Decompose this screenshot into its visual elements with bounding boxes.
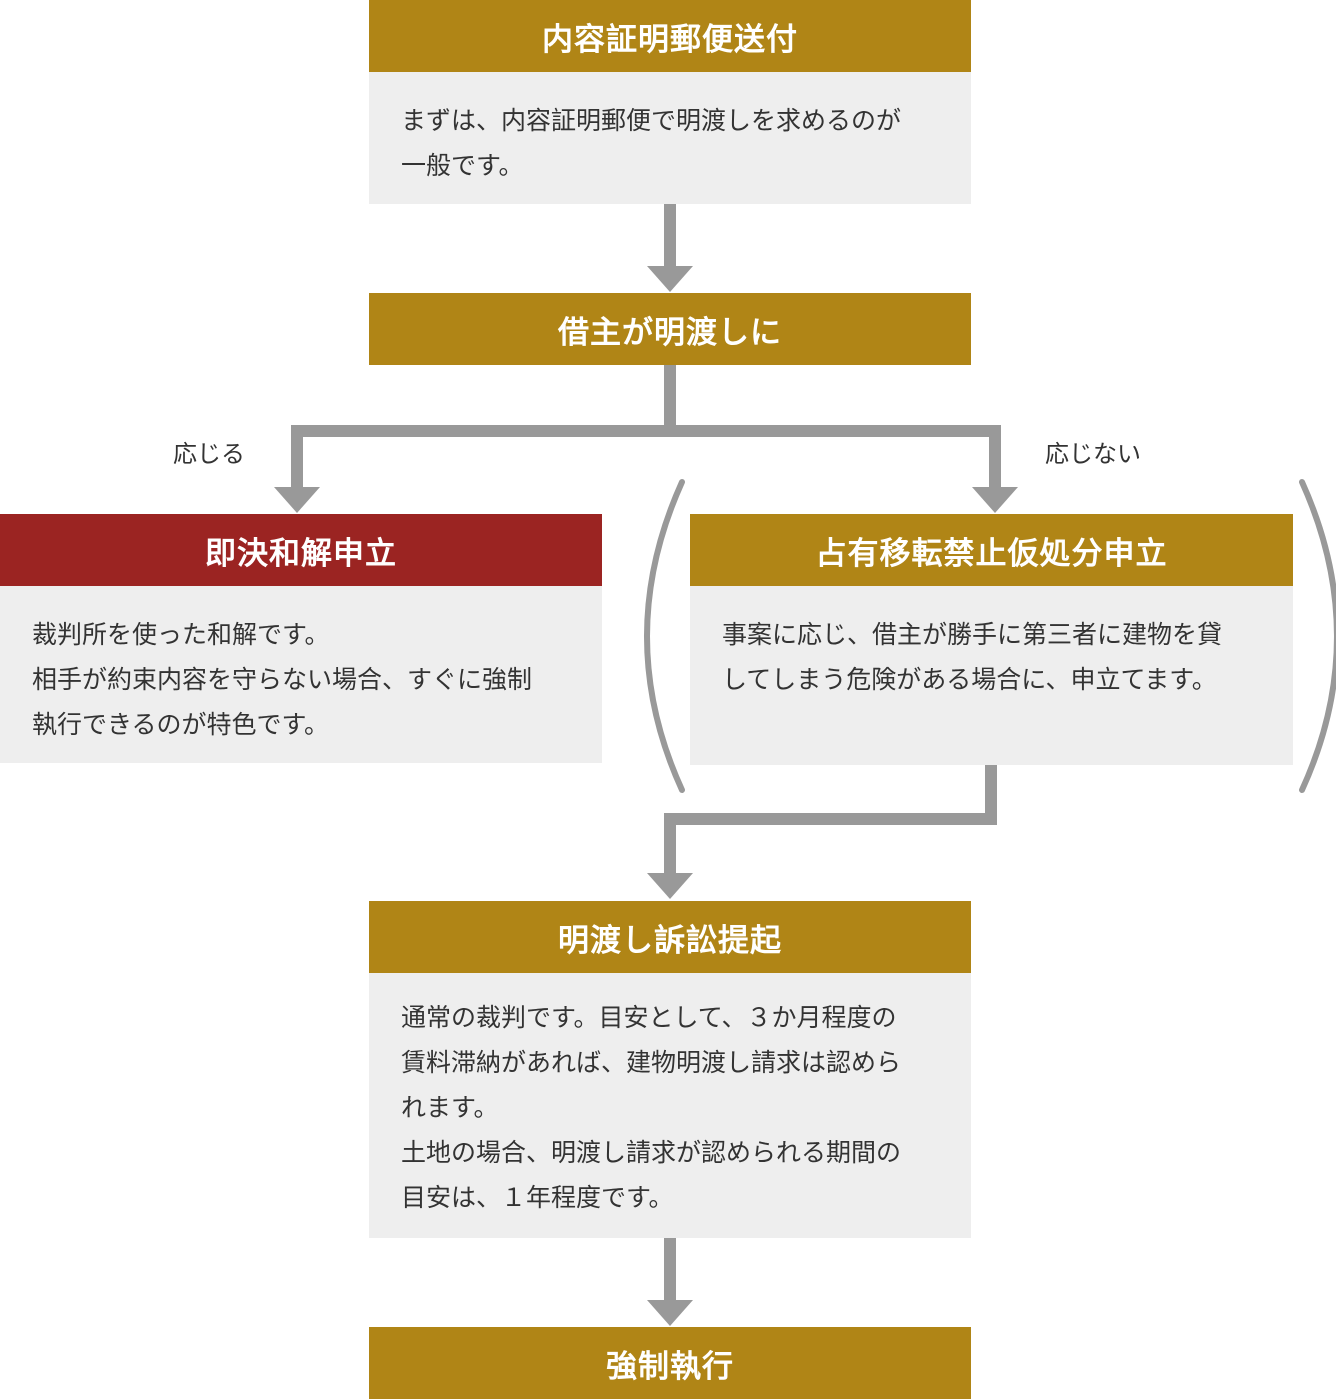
left-parenthesis-bracket	[644, 479, 685, 793]
step1-title: 内容証明郵便送付	[369, 0, 971, 72]
lawsuit-description-line: 通常の裁判です。目安として、３か月程度の	[401, 1003, 897, 1032]
lawsuit-description-line: 土地の場合、明渡し請求が認められる期間の	[401, 1138, 902, 1167]
lawsuit-description-line: れます。	[401, 1093, 499, 1122]
settlement-description: 裁判所を使った和解です。 相手が約束内容を守らない場合、すぐに強制 執行できるの…	[0, 586, 602, 763]
lawsuit-title: 明渡し訴訟提起	[369, 901, 971, 973]
connector-line	[664, 1238, 676, 1300]
settlement-description-line: 執行できるのが特色です。	[32, 710, 330, 739]
connector-line	[989, 425, 1001, 487]
arrow-head-down	[647, 266, 693, 292]
branch-no-label: 応じない	[1045, 440, 1141, 468]
connector-line	[664, 365, 676, 431]
connector-line	[664, 813, 997, 825]
lawsuit-description: 通常の裁判です。目安として、３か月程度の 賃料滞納があれば、建物明渡し請求は認め…	[369, 973, 971, 1238]
lawsuit-description-line: 目安は、１年程度です。	[401, 1183, 674, 1212]
connector-line	[291, 425, 1001, 437]
step2-title: 借主が明渡しに	[369, 293, 971, 365]
connector-line	[664, 204, 676, 266]
settlement-description-line: 裁判所を使った和解です。	[32, 620, 330, 649]
step1-description: まずは、内容証明郵便で明渡しを求めるのが 一般です。	[369, 72, 971, 204]
arrow-head-down	[274, 487, 320, 513]
connector-line	[985, 765, 997, 825]
right-parenthesis-bracket	[1299, 479, 1336, 793]
injunction-title: 占有移転禁止仮処分申立	[690, 514, 1293, 586]
injunction-description-line: 事案に応じ、借主が勝手に第三者に建物を貸	[722, 620, 1223, 649]
lawsuit-description-line: 賃料滞納があれば、建物明渡し請求は認めら	[401, 1048, 902, 1077]
settlement-description-line: 相手が約束内容を守らない場合、すぐに強制	[32, 665, 533, 694]
injunction-description: 事案に応じ、借主が勝手に第三者に建物を貸 してしまう危険がある場合に、申立てます…	[690, 586, 1293, 765]
injunction-description-line: してしまう危険がある場合に、申立てます。	[722, 665, 1217, 694]
step1-description-line: まずは、内容証明郵便で明渡しを求めるのが	[401, 106, 902, 135]
arrow-head-down	[647, 873, 693, 899]
enforcement-title: 強制執行	[369, 1327, 971, 1399]
step1-description-line: 一般です。	[401, 151, 524, 180]
arrow-head-down	[972, 487, 1018, 513]
arrow-head-down	[647, 1300, 693, 1326]
settlement-title: 即決和解申立	[0, 514, 602, 586]
branch-yes-label: 応じる	[173, 440, 245, 468]
connector-line	[291, 425, 303, 487]
connector-line	[664, 813, 676, 873]
